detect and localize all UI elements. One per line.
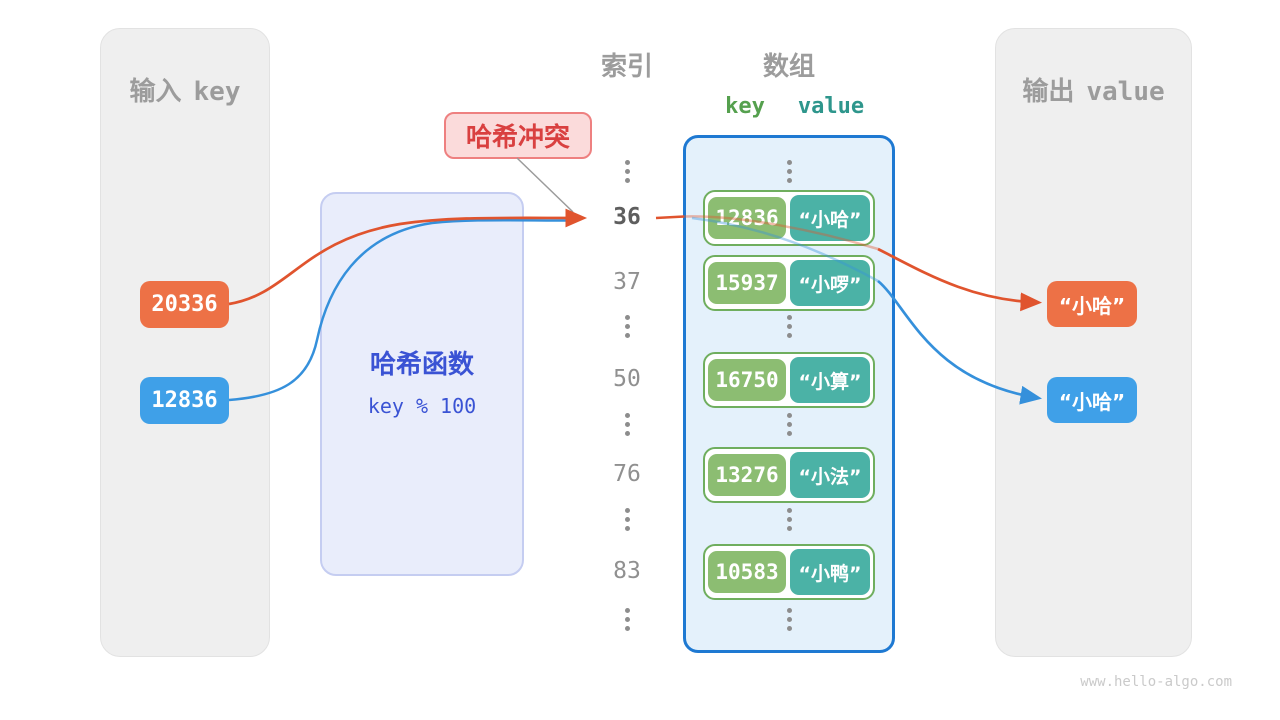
array-row-value: “小啰” <box>790 260 870 306</box>
ellipsis-icon <box>624 413 630 436</box>
array-row: 13276 “小法” <box>703 447 875 503</box>
ellipsis-icon <box>624 508 630 531</box>
array-row-value: “小哈” <box>790 195 870 241</box>
output-panel-title-zh: 输出 <box>1022 77 1075 107</box>
value-subheader: value <box>797 94 865 119</box>
index-column-header: 索引 <box>600 52 653 82</box>
array-row-key: 16750 <box>708 359 786 401</box>
array-row-value: “小法” <box>790 452 870 498</box>
index-value-50: 50 <box>613 366 641 392</box>
array-column-header: 数组 <box>762 52 815 82</box>
index-value-37: 37 <box>613 269 641 295</box>
output-value-badge-blue: “小哈” <box>1047 377 1137 423</box>
output-value-badge-orange: “小哈” <box>1047 281 1137 327</box>
watermark: www.hello-algo.com <box>1080 674 1232 690</box>
index-value-36: 36 <box>613 204 641 230</box>
hash-collision-label: 哈希冲突 <box>444 112 592 159</box>
index-value-83: 83 <box>613 558 641 584</box>
hash-function-title: 哈希函数 <box>369 350 474 380</box>
output-panel-title-en: value <box>1086 77 1165 107</box>
output-panel: 输出 value <box>995 28 1192 657</box>
array-row: 10583 “小鸭” <box>703 544 875 600</box>
input-panel-title: 输入 key <box>101 71 269 108</box>
array-row: 12836 “小哈” <box>703 190 875 246</box>
array-row-key: 13276 <box>708 454 786 496</box>
index-value-76: 76 <box>613 461 641 487</box>
output-panel-title: 输出 value <box>996 71 1191 108</box>
ellipsis-icon <box>786 315 792 338</box>
ellipsis-icon <box>624 608 630 631</box>
array-row-key: 10583 <box>708 551 786 593</box>
array-row-value: “小鸭” <box>790 549 870 595</box>
ellipsis-icon <box>786 160 792 183</box>
array-row-key: 12836 <box>708 197 786 239</box>
ellipsis-icon <box>786 508 792 531</box>
array-row-key: 15937 <box>708 262 786 304</box>
array-row: 16750 “小算” <box>703 352 875 408</box>
ellipsis-icon <box>624 315 630 338</box>
ellipsis-icon <box>786 608 792 631</box>
array-row: 15937 “小啰” <box>703 255 875 311</box>
collision-pointer-line <box>516 157 574 213</box>
key-subheader: key <box>725 94 765 119</box>
input-key-badge-12836: 12836 <box>140 377 229 424</box>
ellipsis-icon <box>786 413 792 436</box>
hash-function-box: 哈希函数 key % 100 <box>320 192 524 576</box>
hash-function-formula: key % 100 <box>367 394 477 418</box>
ellipsis-icon <box>624 160 630 183</box>
input-key-badge-20336: 20336 <box>140 281 229 328</box>
input-panel-title-zh: 输入 <box>129 77 182 107</box>
input-panel-title-en: key <box>193 77 241 107</box>
input-panel: 输入 key <box>100 28 270 657</box>
array-row-value: “小算” <box>790 357 870 403</box>
